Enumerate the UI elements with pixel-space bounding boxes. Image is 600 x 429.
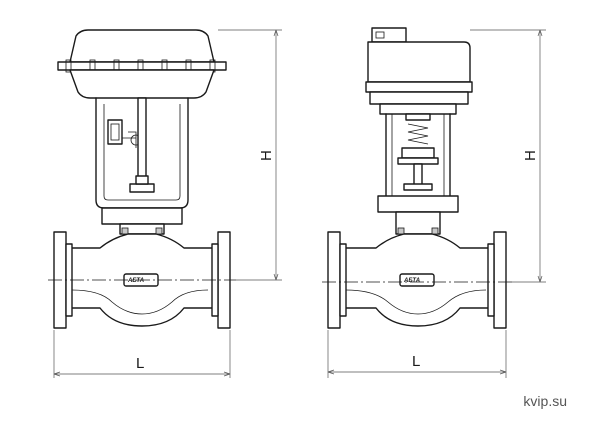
left-actuator-top-cover xyxy=(69,29,215,63)
left-bonnet xyxy=(101,207,183,225)
left-dim-length-label: L xyxy=(136,355,144,372)
right-actuator-cap xyxy=(371,27,407,43)
right-bonnet xyxy=(377,195,459,213)
right-flange-right xyxy=(493,231,507,329)
left-positioner xyxy=(107,119,123,145)
left-dimensions: L H xyxy=(53,29,282,378)
left-valve: АБТА xyxy=(48,29,236,329)
right-yoke xyxy=(379,103,457,115)
left-actuator-flange xyxy=(57,61,227,71)
left-actuator-bottom-cover xyxy=(69,69,215,99)
right-logo-text: АБТА xyxy=(403,278,420,284)
right-logo-plate xyxy=(399,273,435,287)
right-dim-length-label: L xyxy=(412,353,420,370)
right-spring xyxy=(397,113,439,165)
left-logo-text: АБТА xyxy=(127,278,144,284)
right-valve: АБТА xyxy=(322,27,512,329)
right-flange-left xyxy=(327,231,341,329)
left-dim-height-label: H xyxy=(258,150,275,161)
right-dim-height-label: H xyxy=(522,150,539,161)
right-dimensions: L H xyxy=(327,29,546,378)
watermark-text: kvip.su xyxy=(523,393,567,409)
right-actuator-housing xyxy=(367,41,471,83)
